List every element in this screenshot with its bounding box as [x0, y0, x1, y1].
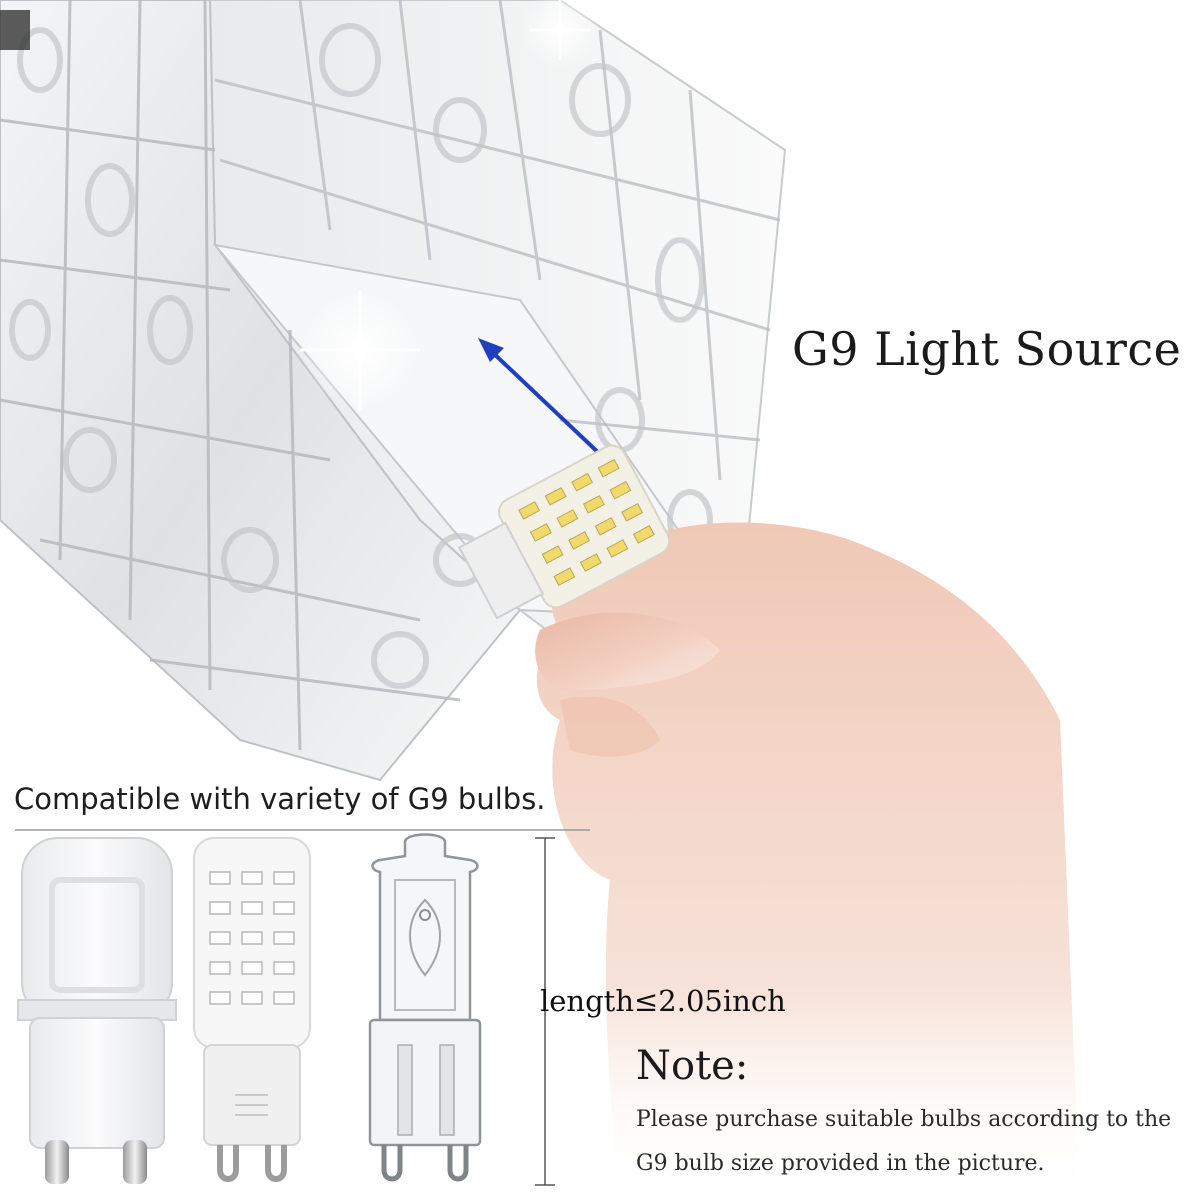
- note-body: Please purchase suitable bulbs according…: [636, 1098, 1196, 1186]
- hand: [535, 522, 1080, 1200]
- corn-led-g9-bulb: [193, 837, 311, 1182]
- compatibility-text: Compatible with variety of G9 bulbs.: [14, 782, 546, 816]
- length-dimension-line: [535, 837, 555, 1186]
- held-led-bulb: [458, 444, 671, 620]
- frosted-g9-bulb: [17, 837, 177, 1184]
- headline-light-source: G9 Light Source: [792, 322, 1182, 376]
- note-line-2: G9 bulb size provided in the picture.: [636, 1151, 1045, 1176]
- halogen-g9-bulb: [368, 833, 482, 1182]
- length-label: length≤2.05inch: [540, 984, 786, 1018]
- note-title: Note:: [636, 1043, 749, 1089]
- note-line-1: Please purchase suitable bulbs according…: [636, 1107, 1172, 1132]
